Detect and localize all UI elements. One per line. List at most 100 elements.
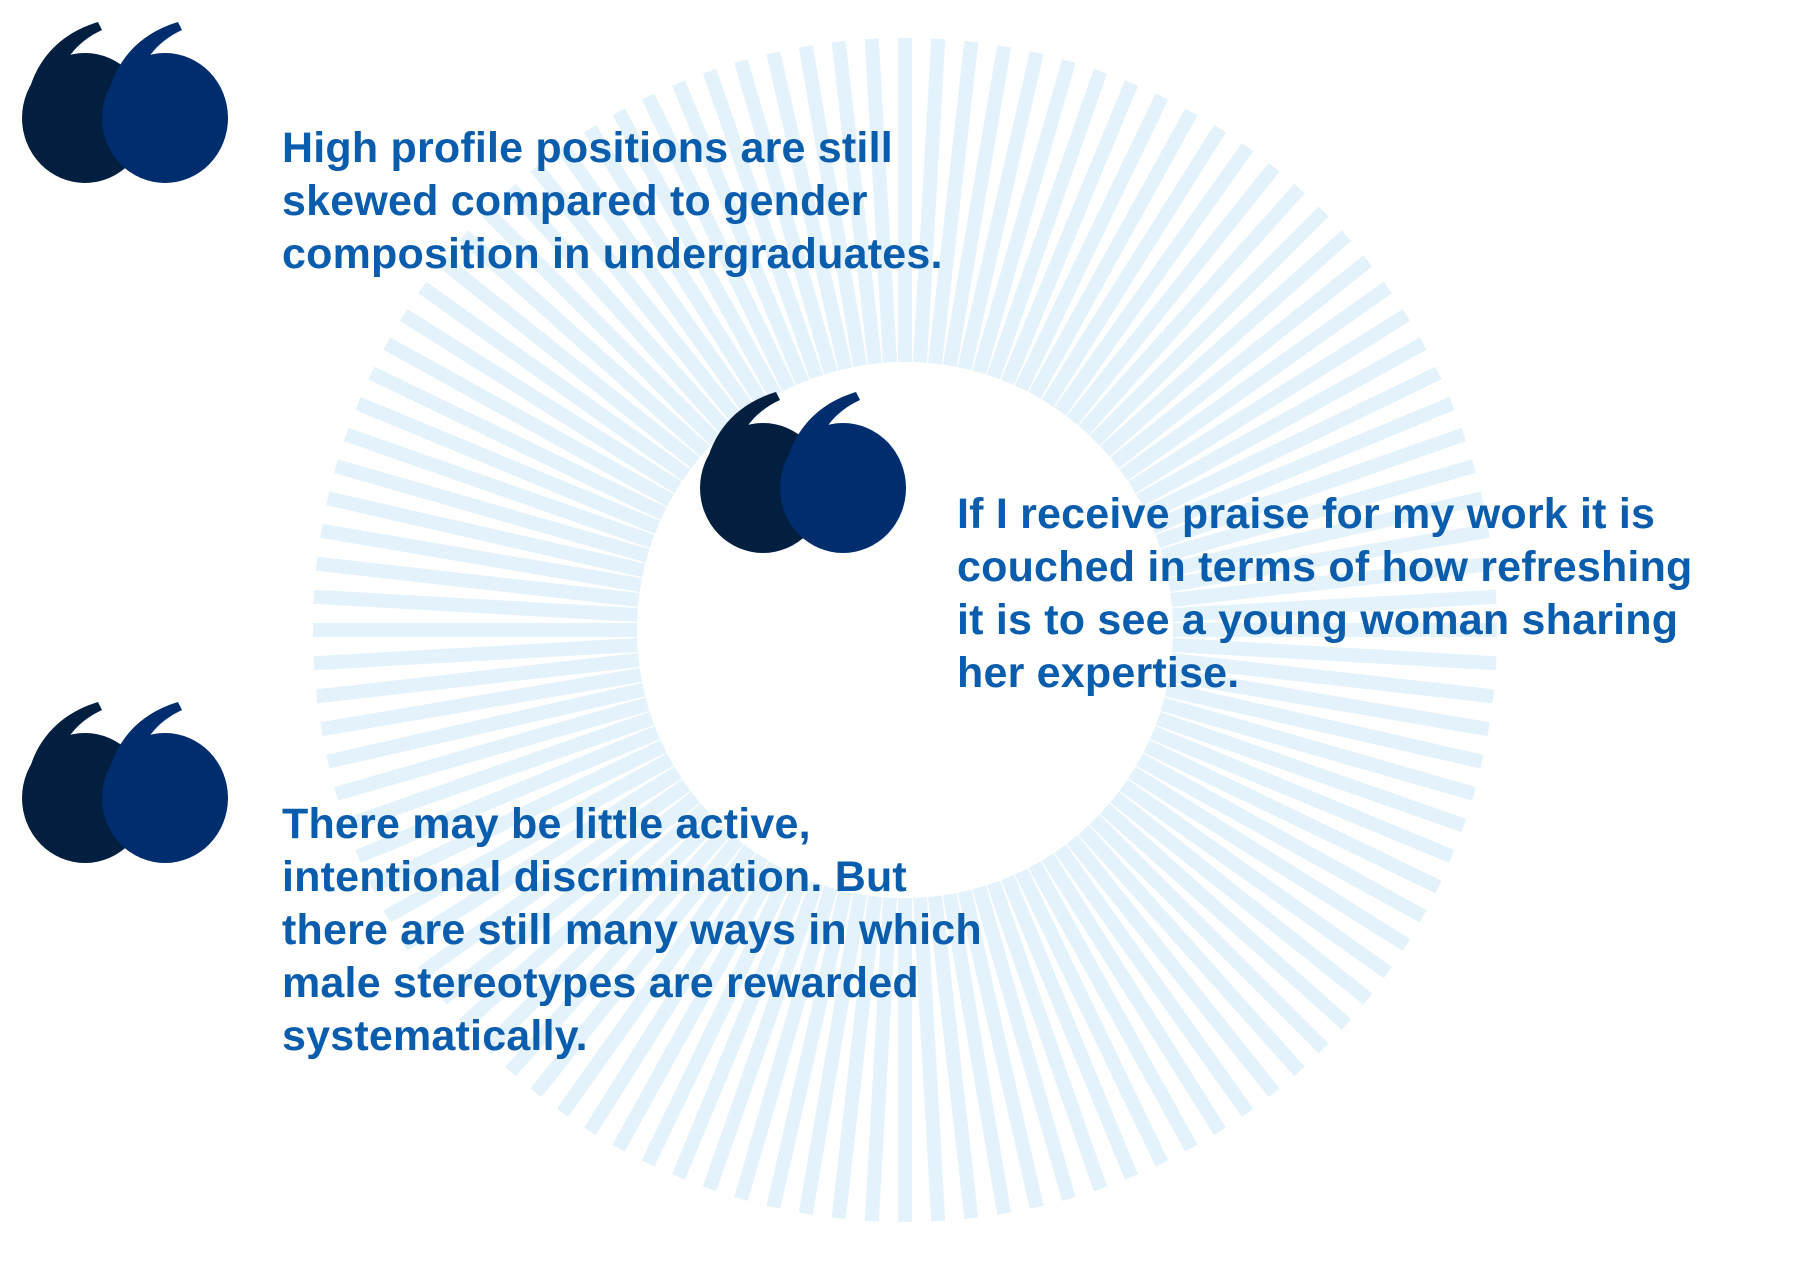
sunburst-ray: [1128, 766, 1411, 951]
sunburst-ray: [368, 366, 667, 521]
sunburst-ray: [1066, 835, 1280, 1098]
sunburst-ray: [1119, 281, 1392, 481]
sunburst-ray: [458, 803, 710, 1030]
sunburst-ray: [481, 814, 721, 1054]
sunburst-ray: [1172, 638, 1497, 671]
sunburst-ray: [942, 893, 1012, 1215]
sunburst-ray: [1160, 459, 1476, 563]
sunburst-ray: [399, 309, 682, 494]
sunburst-ray: [505, 183, 732, 435]
sunburst-ray: [437, 791, 700, 1005]
sunburst-ray: [320, 667, 642, 737]
sunburst-ray: [355, 726, 661, 863]
sunburst-ray: [355, 397, 661, 534]
sunburst-ray: [334, 459, 650, 563]
sunburst-ray: [505, 825, 732, 1077]
sunburst-ray: [928, 895, 979, 1220]
sunburst-ray: [986, 880, 1108, 1192]
sunburst-ray: [530, 835, 744, 1098]
sunburst-ray: [1155, 711, 1467, 833]
sunburst-ray: [556, 143, 756, 416]
sunburst-ray: [315, 556, 640, 607]
sunburst-ray: [1028, 108, 1198, 399]
sunburst-ray: [641, 93, 796, 392]
sunburst-ray: [957, 51, 1044, 371]
sunburst-ray: [437, 255, 700, 469]
sunburst-ray: [1168, 667, 1490, 737]
sunburst-ray: [343, 427, 655, 549]
sunburst-ray: [1160, 697, 1476, 801]
sunburst-ray: [1164, 491, 1484, 578]
sunburst-ray: [326, 682, 646, 769]
sunburst-ray: [864, 897, 897, 1222]
sunburst-ray: [1001, 80, 1138, 386]
sunburst-ray: [1143, 366, 1442, 521]
sunburst-ray: [1041, 124, 1226, 407]
sunburst-ray: [1001, 874, 1138, 1180]
sunburst-ray: [641, 868, 796, 1167]
sunburst-ray: [458, 230, 710, 457]
sunburst-ray: [928, 40, 979, 365]
sunburst-ray: [734, 885, 838, 1201]
sunburst-ray: [1155, 427, 1467, 549]
sunburst-ray: [418, 779, 691, 979]
sunburst-ray: [334, 697, 650, 801]
sunburst-ray: [766, 889, 853, 1209]
sunburst-ray: [1100, 803, 1352, 1030]
sunburst-ray: [1100, 230, 1352, 457]
quotation-mark-icon: [22, 22, 228, 183]
sunburst-ray: [1164, 682, 1484, 769]
sunburst-ray: [584, 124, 769, 407]
sunburst-ray: [326, 491, 646, 578]
sunburst-ray: [986, 68, 1108, 380]
sunburst-ray: [672, 874, 809, 1180]
quotation-mark-icon: [700, 392, 906, 553]
sunburst-ray: [383, 337, 674, 507]
sunburst-ray: [702, 68, 824, 380]
sunburst-ray: [399, 766, 682, 951]
sunburst-ray: [798, 893, 868, 1215]
sunburst-ray: [1136, 337, 1427, 507]
sunburst-ray: [1172, 589, 1497, 622]
sunburst-ray: [315, 653, 640, 704]
sunburst-ray: [913, 38, 946, 363]
sunburst-ray: [1149, 726, 1455, 863]
sunburst-ray: [1168, 523, 1490, 593]
sunburst-ray: [313, 589, 638, 622]
sunburst-ray: [1014, 93, 1169, 392]
sunburst-ray: [864, 38, 897, 363]
sunburst-ray: [584, 853, 769, 1136]
sunburst-ray: [831, 40, 882, 365]
sunburst-ray: [1041, 853, 1226, 1136]
quote-text-praise: If I receive praise for my work it is co…: [957, 490, 1693, 697]
sunburst-ray: [368, 739, 667, 894]
sunburst-ray: [1110, 255, 1373, 469]
quotation-mark-icon: [22, 702, 228, 863]
sunburst-ray: [1054, 143, 1254, 416]
sunburst-ray: [320, 523, 642, 593]
sunburst-ray: [418, 281, 691, 481]
sunburst-ray: [1089, 206, 1329, 446]
sunburst-ray: [1128, 309, 1411, 494]
sunburst-ray: [1136, 753, 1427, 923]
quote-text-gender-composition: High profile positions are still skewed …: [282, 124, 943, 278]
sunburst-ray: [1028, 861, 1198, 1152]
sunburst-ray: [1170, 653, 1495, 704]
sunburst-ray: [313, 638, 638, 671]
quote-text-stereotypes: There may be little active, intentional …: [282, 800, 982, 1060]
sunburst-ray: [957, 889, 1044, 1209]
sunburst-ray: [530, 162, 744, 425]
sunburst-ray: [1149, 397, 1455, 534]
sunburst-ray: [1014, 868, 1169, 1167]
sunburst-ray: [913, 897, 946, 1222]
sunburst-ray: [612, 108, 782, 399]
sunburst-ray: [972, 885, 1076, 1201]
sunburst-ray: [1078, 183, 1305, 435]
sunburst-ray: [1078, 825, 1305, 1077]
sunburst-ray: [1143, 739, 1442, 894]
sunburst-ray: [481, 206, 721, 446]
sunburst-ray: [831, 895, 882, 1220]
sunburst-ray: [343, 711, 655, 833]
sunburst-ray: [1066, 162, 1280, 425]
